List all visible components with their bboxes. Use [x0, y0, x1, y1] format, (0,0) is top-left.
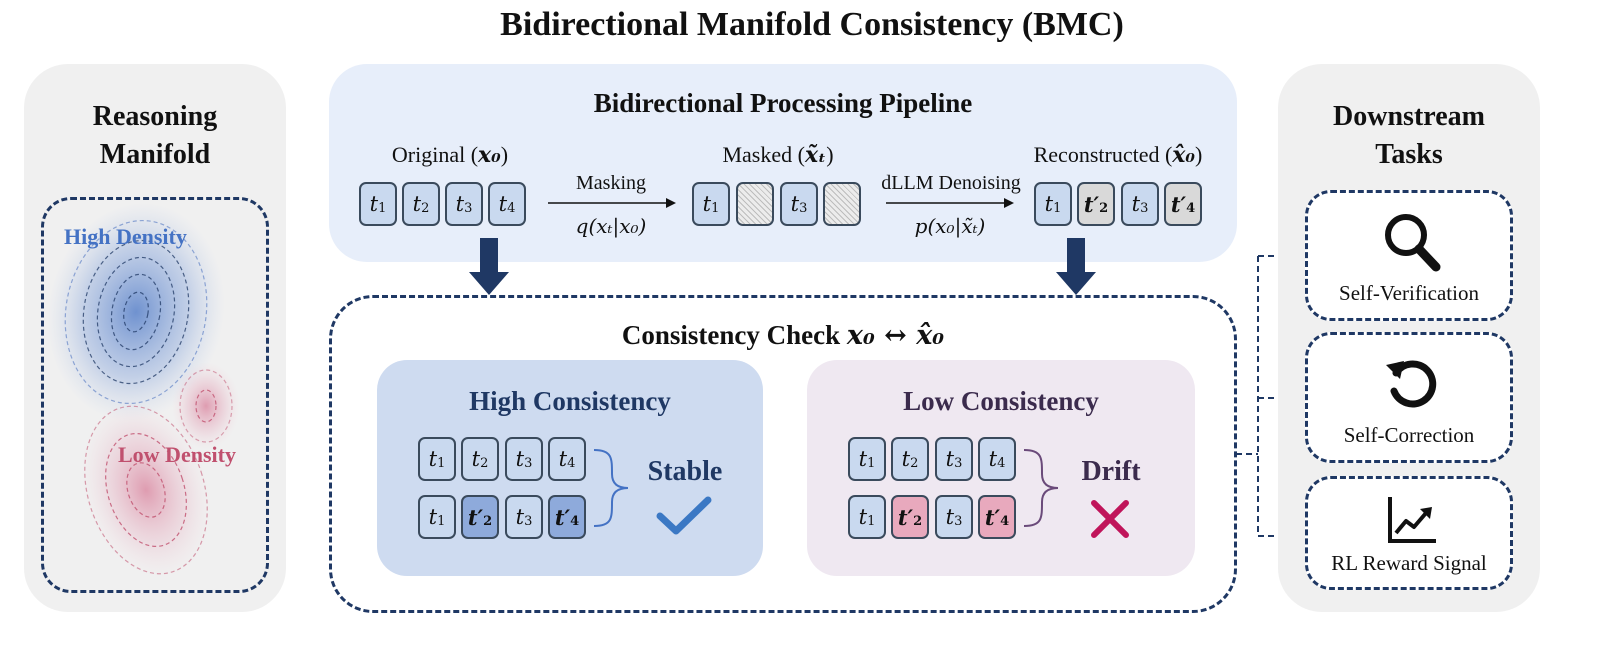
low-row2-token-2: t′2 [891, 495, 929, 539]
trend-chart-icon [1388, 497, 1436, 543]
high-density-label: High Density [64, 224, 187, 249]
low-density-label: Low Density [118, 442, 236, 467]
masked-text: Masked ( [722, 142, 805, 167]
down-arrow-left [469, 238, 509, 295]
reasoning-manifold-panel: Reasoning Manifold [24, 64, 286, 612]
reconstructed-close: ) [1195, 142, 1203, 167]
downstream-heading: Downstream Tasks [1278, 98, 1540, 174]
refresh-icon [1386, 360, 1437, 408]
contour-small-2 [195, 389, 217, 423]
masked-label: Masked (x̃ₜ) [680, 142, 876, 168]
contour-low-2 [105, 433, 187, 547]
contour-low-1 [84, 405, 208, 575]
density-contours [47, 202, 240, 578]
consistency-heading: Consistency Check x₀ ↔ x̂₀ [332, 316, 1234, 355]
contour-low-3 [126, 462, 166, 518]
low-row2-token-4: t′4 [978, 495, 1016, 539]
low-consistency-heading: Low Consistency [903, 386, 1099, 416]
contour-high-3 [96, 256, 176, 368]
pipeline-panel: Bidirectional Processing Pipeline [329, 64, 1237, 262]
high-row2-token-2: t′2 [461, 495, 499, 539]
drift-label: Drift [1081, 456, 1141, 487]
masking-label: Masking [576, 172, 646, 194]
task-card-self-verification: Self-Verification [1305, 190, 1513, 321]
masking-formula: q(xₜ|x₀) [575, 214, 647, 238]
high-brace [593, 449, 629, 527]
check-icon [656, 496, 712, 535]
masking-arrow [548, 198, 676, 208]
manifold-box: High Density Low Density [41, 197, 269, 593]
stable-label: Stable [647, 456, 723, 487]
down-arrow-right [1056, 238, 1096, 295]
task-label-self-correction: Self-Correction [1343, 423, 1475, 447]
downstream-heading-line1: Downstream [1333, 101, 1485, 132]
small-low-density-blob [172, 362, 240, 450]
high-consistency-heading: High Consistency [469, 386, 671, 416]
masked-math: x̃ₜ [804, 142, 827, 168]
contour-high-5 [123, 291, 149, 333]
denoise-formula: p(x₀|x̃ₜ) [914, 214, 986, 238]
cross-icon [1091, 500, 1129, 538]
heading-line1: Reasoning [92, 101, 218, 132]
reconstructed-label: Reconstructed (x̂₀) [1008, 142, 1228, 168]
reconstructed-math: x̂₀ [1172, 142, 1196, 168]
low-brace [1023, 449, 1059, 527]
task-card-self-correction: Self-Correction [1305, 332, 1513, 463]
downstream-heading-line2: Tasks [1375, 139, 1443, 170]
original-math: x₀ [478, 142, 501, 168]
figure-title: Bidirectional Manifold Consistency (BMC) [500, 6, 1124, 43]
heading-line2: Manifold [99, 139, 211, 170]
consistency-check-box: Consistency Check x₀ ↔ x̂₀ [329, 295, 1237, 613]
original-close: ) [500, 142, 509, 167]
denoise-arrow [886, 198, 1014, 208]
original-label: Original (x₀) [352, 142, 548, 168]
masked-token-4 [823, 182, 861, 226]
task-card-rl-reward: RL Reward Signal [1305, 476, 1513, 590]
high-density-blob [47, 202, 225, 422]
consistency-heading-math: x₀ ↔ x̂₀ [846, 320, 945, 351]
pipeline-heading: Bidirectional Processing Pipeline [593, 88, 973, 118]
reasoning-manifold-heading: Reasoning Manifold [24, 98, 286, 174]
contour-small-1 [179, 369, 233, 443]
denoise-label: dLLM Denoising [881, 172, 1021, 194]
high-row2-token-4: t′4 [548, 495, 586, 539]
task-label-self-verification: Self-Verification [1339, 281, 1479, 305]
task-label-rl-reward: RL Reward Signal [1331, 551, 1487, 575]
masked-token-2 [736, 182, 774, 226]
reconstructed-text: Reconstructed ( [1033, 142, 1173, 167]
magnifier-icon [1385, 214, 1441, 272]
contour-high-4 [110, 273, 162, 351]
masked-close: ) [826, 142, 834, 167]
original-text: Original ( [391, 142, 479, 167]
reconstructed-token-2: t′2 [1077, 182, 1115, 226]
reconstructed-token-4: t′4 [1164, 182, 1202, 226]
consistency-heading-text: Consistency Check [621, 320, 847, 350]
